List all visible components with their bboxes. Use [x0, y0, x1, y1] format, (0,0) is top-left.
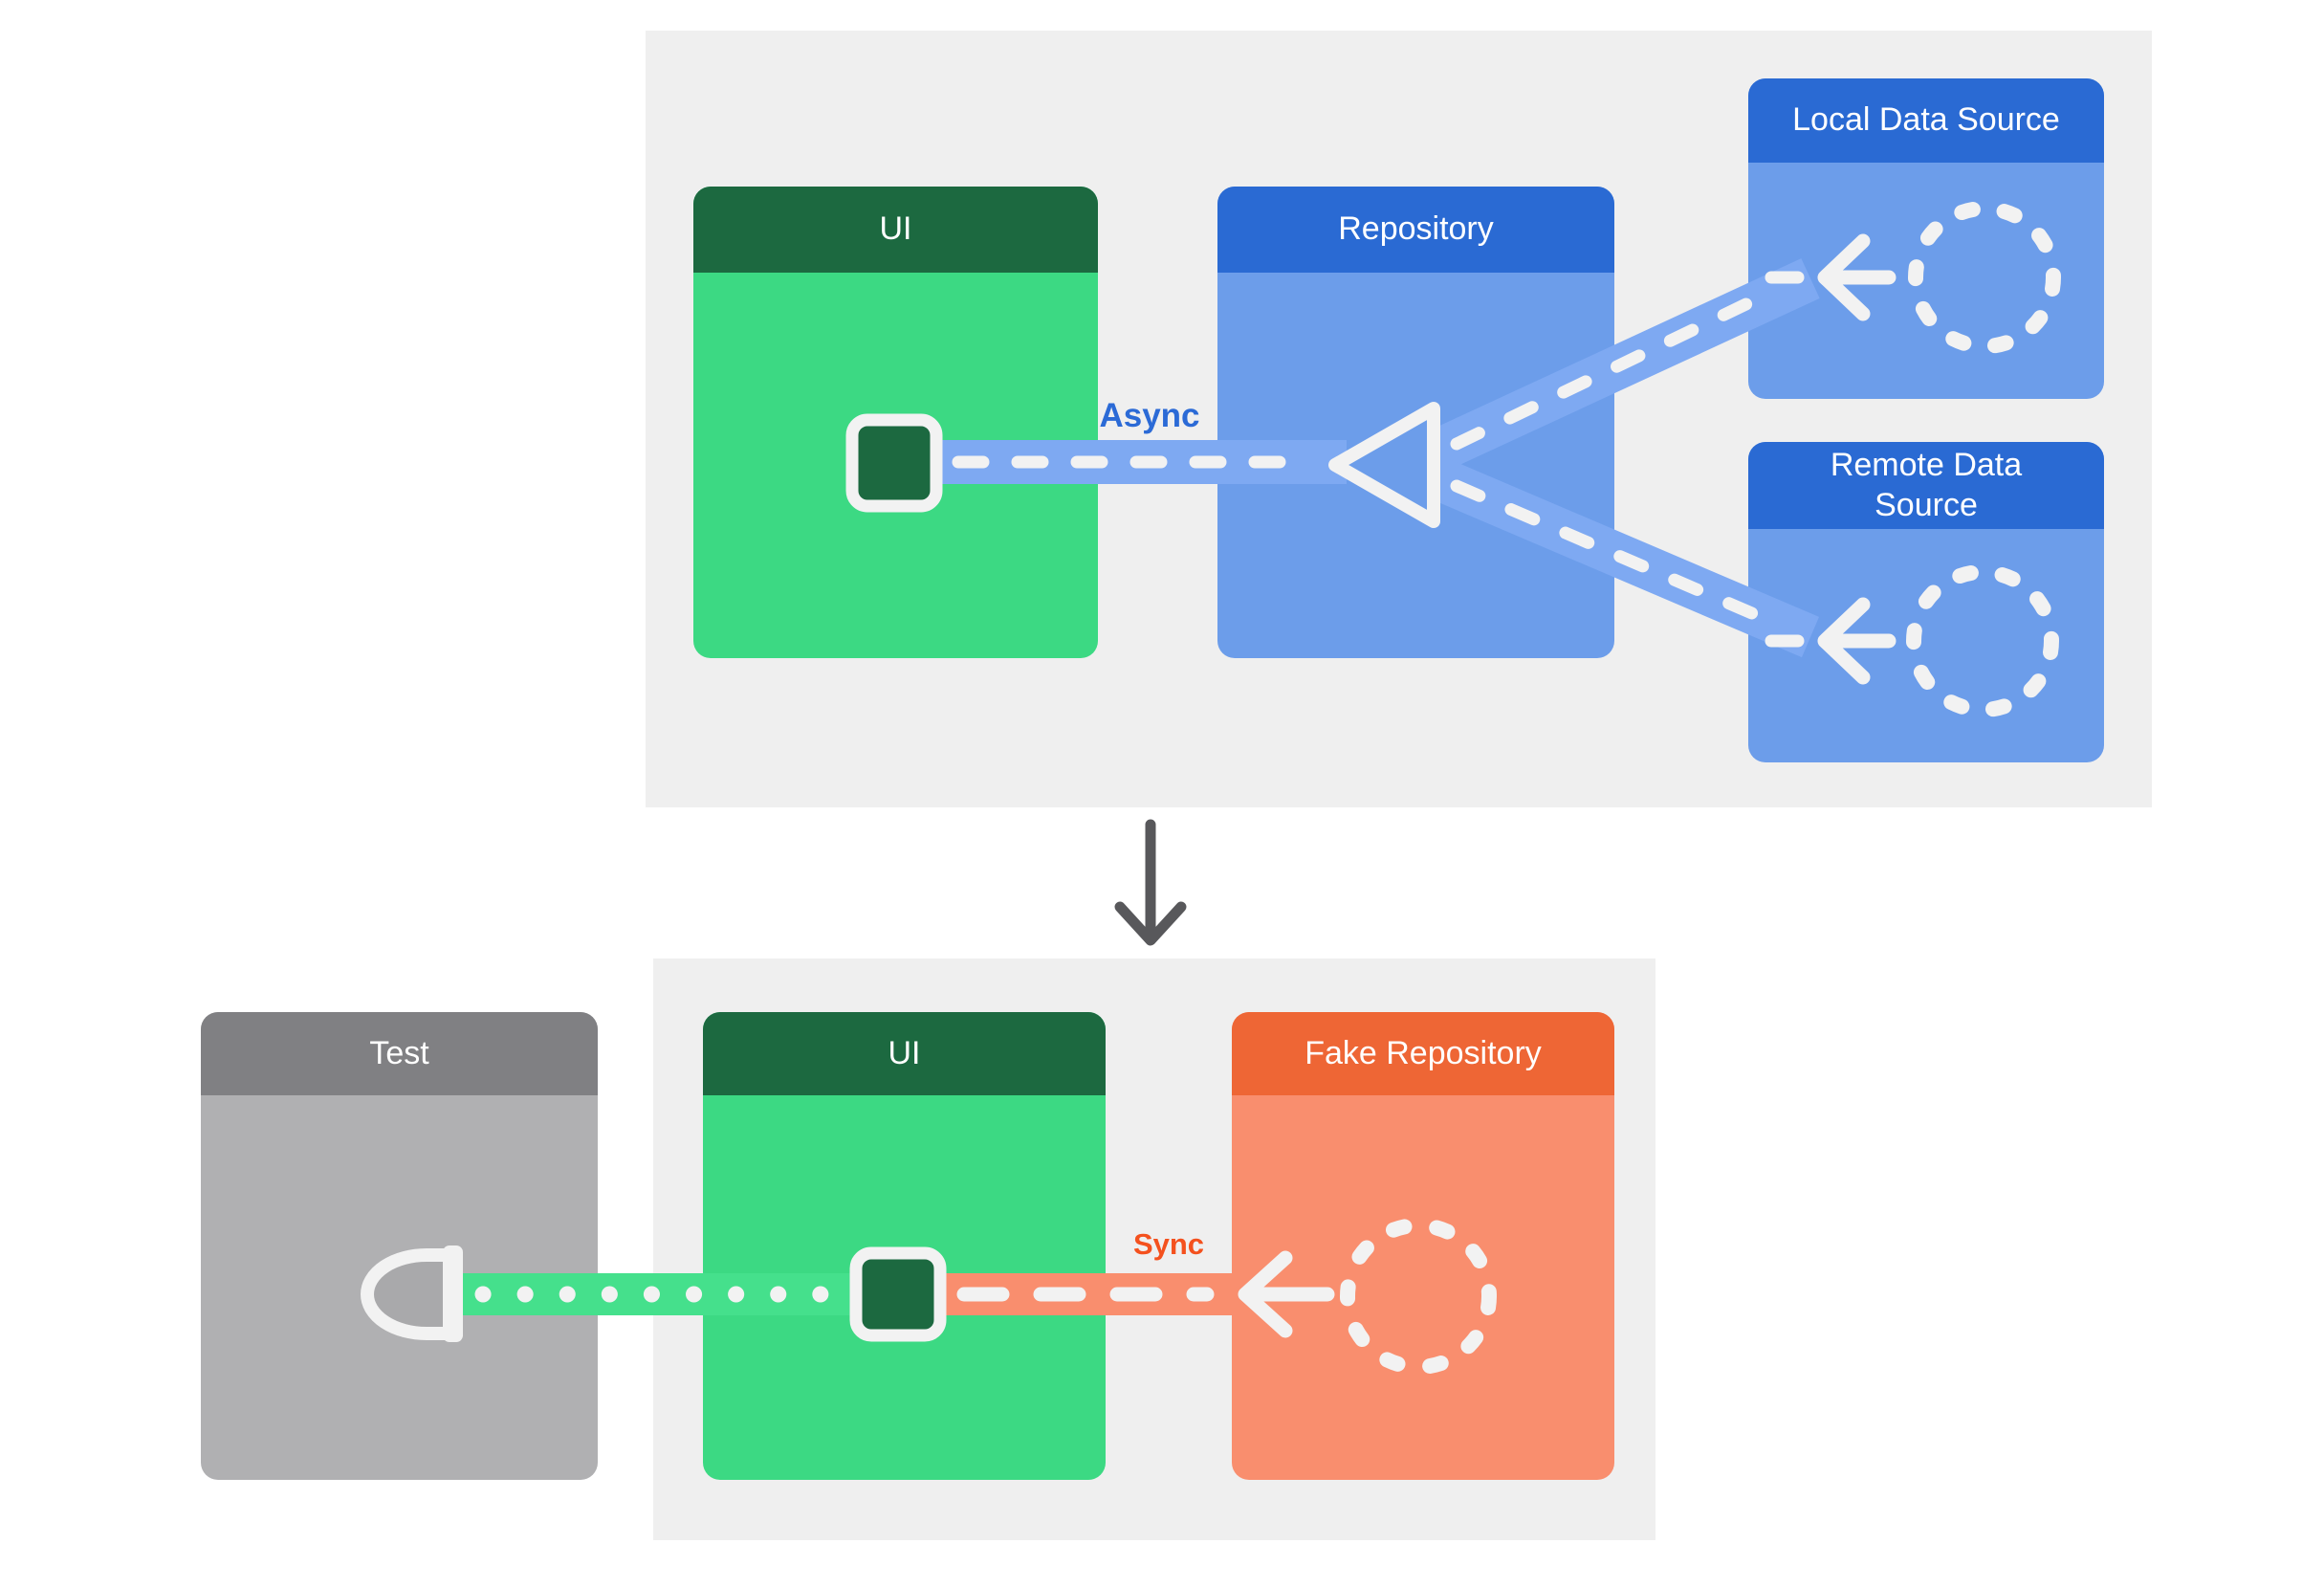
local-data-source-box: Local Data Source: [1748, 78, 2104, 399]
fake-repository-header: Fake Repository: [1232, 1012, 1614, 1095]
fake-repository-label: Fake Repository: [1305, 1034, 1542, 1071]
local-data-source-header: Local Data Source: [1748, 78, 2104, 163]
repository-box: Repository: [1217, 187, 1614, 658]
ui-box-bottom-label: UI: [888, 1034, 921, 1071]
test-box-label: Test: [369, 1034, 429, 1071]
sync-connection-label: Sync: [1132, 1227, 1205, 1261]
repository-box-label: Repository: [1338, 210, 1494, 248]
ui-box-bottom: UI: [703, 1012, 1106, 1480]
fake-repository-box: Fake Repository: [1232, 1012, 1614, 1480]
ui-box-top-label: UI: [879, 210, 912, 248]
test-box-header: Test: [201, 1012, 598, 1095]
ui-box-top-header: UI: [693, 187, 1098, 273]
down-arrow-icon: [1114, 819, 1187, 946]
test-box: Test: [201, 1012, 598, 1480]
remote-data-source-label: Remote Data Source: [1830, 447, 2023, 523]
ui-box-bottom-header: UI: [703, 1012, 1106, 1095]
remote-data-source-box: Remote Data Source: [1748, 442, 2104, 762]
local-data-source-label: Local Data Source: [1792, 101, 2060, 139]
remote-data-source-header: Remote Data Source: [1748, 442, 2104, 529]
repository-box-header: Repository: [1217, 187, 1614, 273]
async-connection-label: Async: [1099, 397, 1200, 434]
ui-box-top: UI: [693, 187, 1098, 658]
